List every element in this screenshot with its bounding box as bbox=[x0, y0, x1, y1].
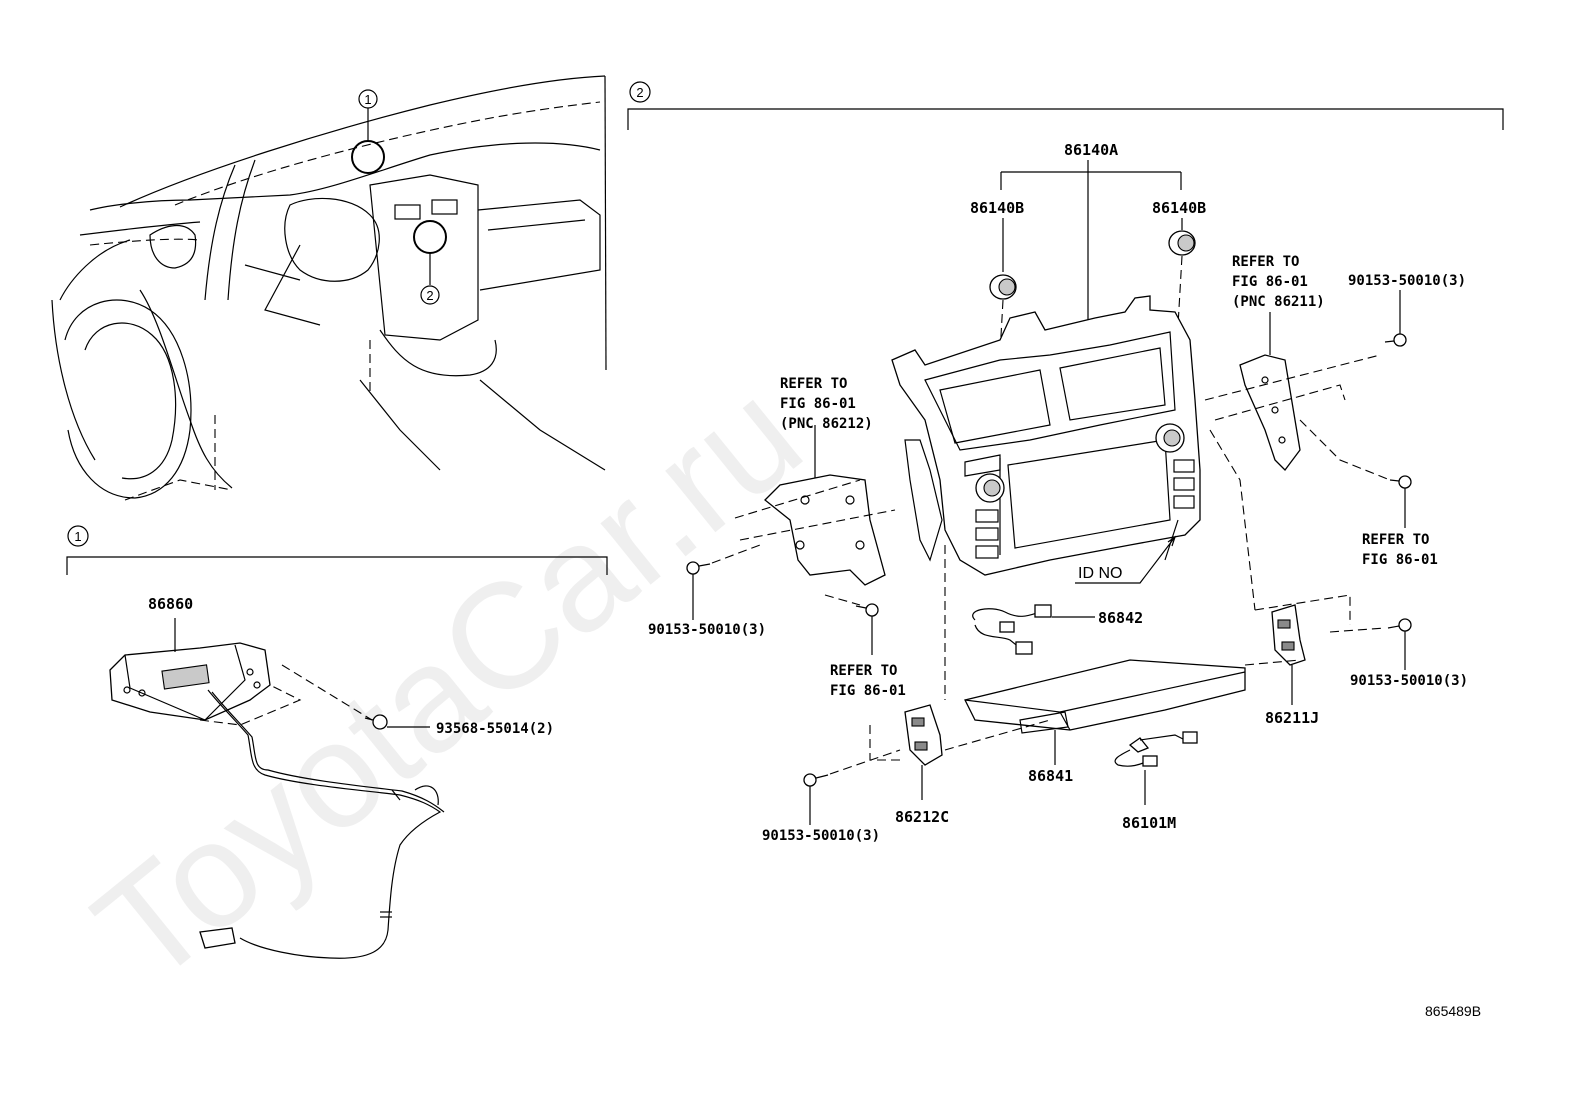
label-86140B-left: 86140B bbox=[970, 199, 1024, 217]
bolt-left-refer bbox=[855, 603, 879, 655]
id-no-label: ID NO bbox=[1078, 565, 1122, 582]
label-86140B-right: 86140B bbox=[1152, 199, 1206, 217]
bolt-right-low bbox=[1329, 618, 1412, 670]
part-86860-bracket bbox=[109, 618, 302, 726]
label-86101M: 86101M bbox=[1122, 814, 1176, 832]
label-bolt-right-low: 90153-50010(3) bbox=[1350, 673, 1468, 689]
svg-text:2: 2 bbox=[426, 288, 433, 303]
part-86841-receiver bbox=[964, 659, 1246, 765]
svg-text:(PNC 86212): (PNC 86212) bbox=[780, 416, 873, 432]
bolt-right-top bbox=[1384, 290, 1407, 347]
label-86212C: 86212C bbox=[895, 808, 949, 826]
svg-text:FIG 86-01: FIG 86-01 bbox=[830, 683, 906, 699]
id-no-callout: ID NO bbox=[1075, 535, 1177, 584]
bolt-right-mid bbox=[1389, 475, 1412, 528]
label-86860: 86860 bbox=[148, 595, 193, 613]
label-bolt-right-top: 90153-50010(3) bbox=[1348, 273, 1466, 289]
ref-right-mid: REFER TO FIG 86-01 bbox=[1362, 532, 1438, 568]
label-bolt-left-low: 90153-50010(3) bbox=[762, 828, 880, 844]
svg-text:FIG 86-01: FIG 86-01 bbox=[1362, 552, 1438, 568]
svg-text:(PNC 86211): (PNC 86211) bbox=[1232, 294, 1325, 310]
part-86860-cable bbox=[199, 689, 445, 959]
part-86211J-bracket bbox=[1244, 594, 1351, 705]
car-interior-overview: 1 2 bbox=[51, 75, 607, 501]
ref-right-upper: REFER TO FIG 86-01 (PNC 86211) bbox=[1232, 254, 1325, 310]
left-mounting-bracket bbox=[734, 425, 896, 606]
location-1-marker bbox=[351, 140, 385, 174]
svg-text:1: 1 bbox=[74, 529, 81, 544]
label-86842: 86842 bbox=[1098, 609, 1143, 627]
part-86101M-antenna-lead bbox=[1114, 731, 1198, 805]
label-86140A: 86140A bbox=[1064, 141, 1118, 159]
diagram-code: 865489B bbox=[1425, 1003, 1481, 1019]
bolt-left-mid bbox=[686, 544, 761, 620]
right-mounting-bracket bbox=[1204, 312, 1391, 481]
section-1-header: 1 bbox=[66, 525, 608, 575]
screw-93568 bbox=[281, 664, 430, 730]
part-86212C-bracket bbox=[869, 704, 1051, 800]
svg-text:REFER TO: REFER TO bbox=[1362, 532, 1429, 548]
callout-1-top: 1 bbox=[358, 89, 378, 109]
location-2-marker bbox=[413, 220, 447, 254]
svg-text:1: 1 bbox=[364, 92, 371, 107]
svg-text:2: 2 bbox=[636, 85, 643, 100]
label-86841: 86841 bbox=[1028, 767, 1073, 785]
leader-86140A bbox=[1000, 160, 1182, 330]
ref-left-upper: REFER TO FIG 86-01 (PNC 86212) bbox=[780, 376, 873, 432]
svg-text:REFER TO: REFER TO bbox=[780, 376, 847, 392]
callout-2-top: 2 bbox=[420, 285, 440, 305]
svg-text:REFER TO: REFER TO bbox=[1232, 254, 1299, 270]
svg-text:FIG 86-01: FIG 86-01 bbox=[780, 396, 856, 412]
part-86842-harness bbox=[972, 604, 1095, 655]
ref-left-mid: REFER TO FIG 86-01 bbox=[830, 663, 906, 699]
label-86211J: 86211J bbox=[1265, 709, 1319, 727]
bolt-left-low bbox=[803, 749, 901, 825]
part-86140A-panel bbox=[891, 295, 1256, 700]
label-93568-55014: 93568-55014(2) bbox=[436, 721, 554, 737]
svg-text:REFER TO: REFER TO bbox=[830, 663, 897, 679]
label-bolt-left-mid: 90153-50010(3) bbox=[648, 622, 766, 638]
svg-text:FIG 86-01: FIG 86-01 bbox=[1232, 274, 1308, 290]
section-2-header: 2 bbox=[627, 81, 1504, 130]
